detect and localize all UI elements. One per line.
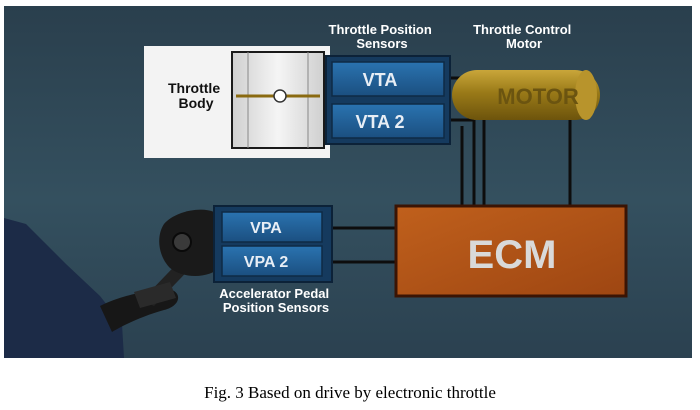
motor-label: MOTOR [497, 84, 579, 109]
vpa2-label: VPA 2 [244, 254, 289, 271]
vpa2-sensor [221, 245, 323, 277]
pedal-pad [134, 282, 176, 308]
pedal-pivot-icon [172, 232, 192, 252]
motor-end-cap [575, 70, 597, 120]
ecm-block [394, 204, 628, 298]
ecm-label: ECM [468, 233, 557, 277]
throttle-body-label: Throttle Body [168, 80, 224, 111]
tps-title: Throttle Position Sensors [329, 22, 436, 51]
vta-sensor [331, 61, 445, 97]
motor-title: Throttle Control Motor [473, 22, 575, 51]
vpa-label: VPA [250, 220, 282, 237]
diagram-figure: Throttle Body VTA VTA 2 Throttle Positio… [4, 6, 692, 358]
figure-caption: Fig. 3 Based on drive by electronic thro… [204, 383, 496, 402]
vta2-label: VTA 2 [355, 112, 404, 132]
vta2-sensor [331, 103, 445, 139]
apps-title: Accelerator Pedal Position Sensors [219, 286, 332, 315]
motor-body [452, 70, 600, 120]
leg-silhouette [4, 218, 124, 358]
throttle-valve-icon [273, 89, 287, 103]
vpa-sensor [221, 211, 323, 243]
vta-label: VTA [363, 70, 398, 90]
